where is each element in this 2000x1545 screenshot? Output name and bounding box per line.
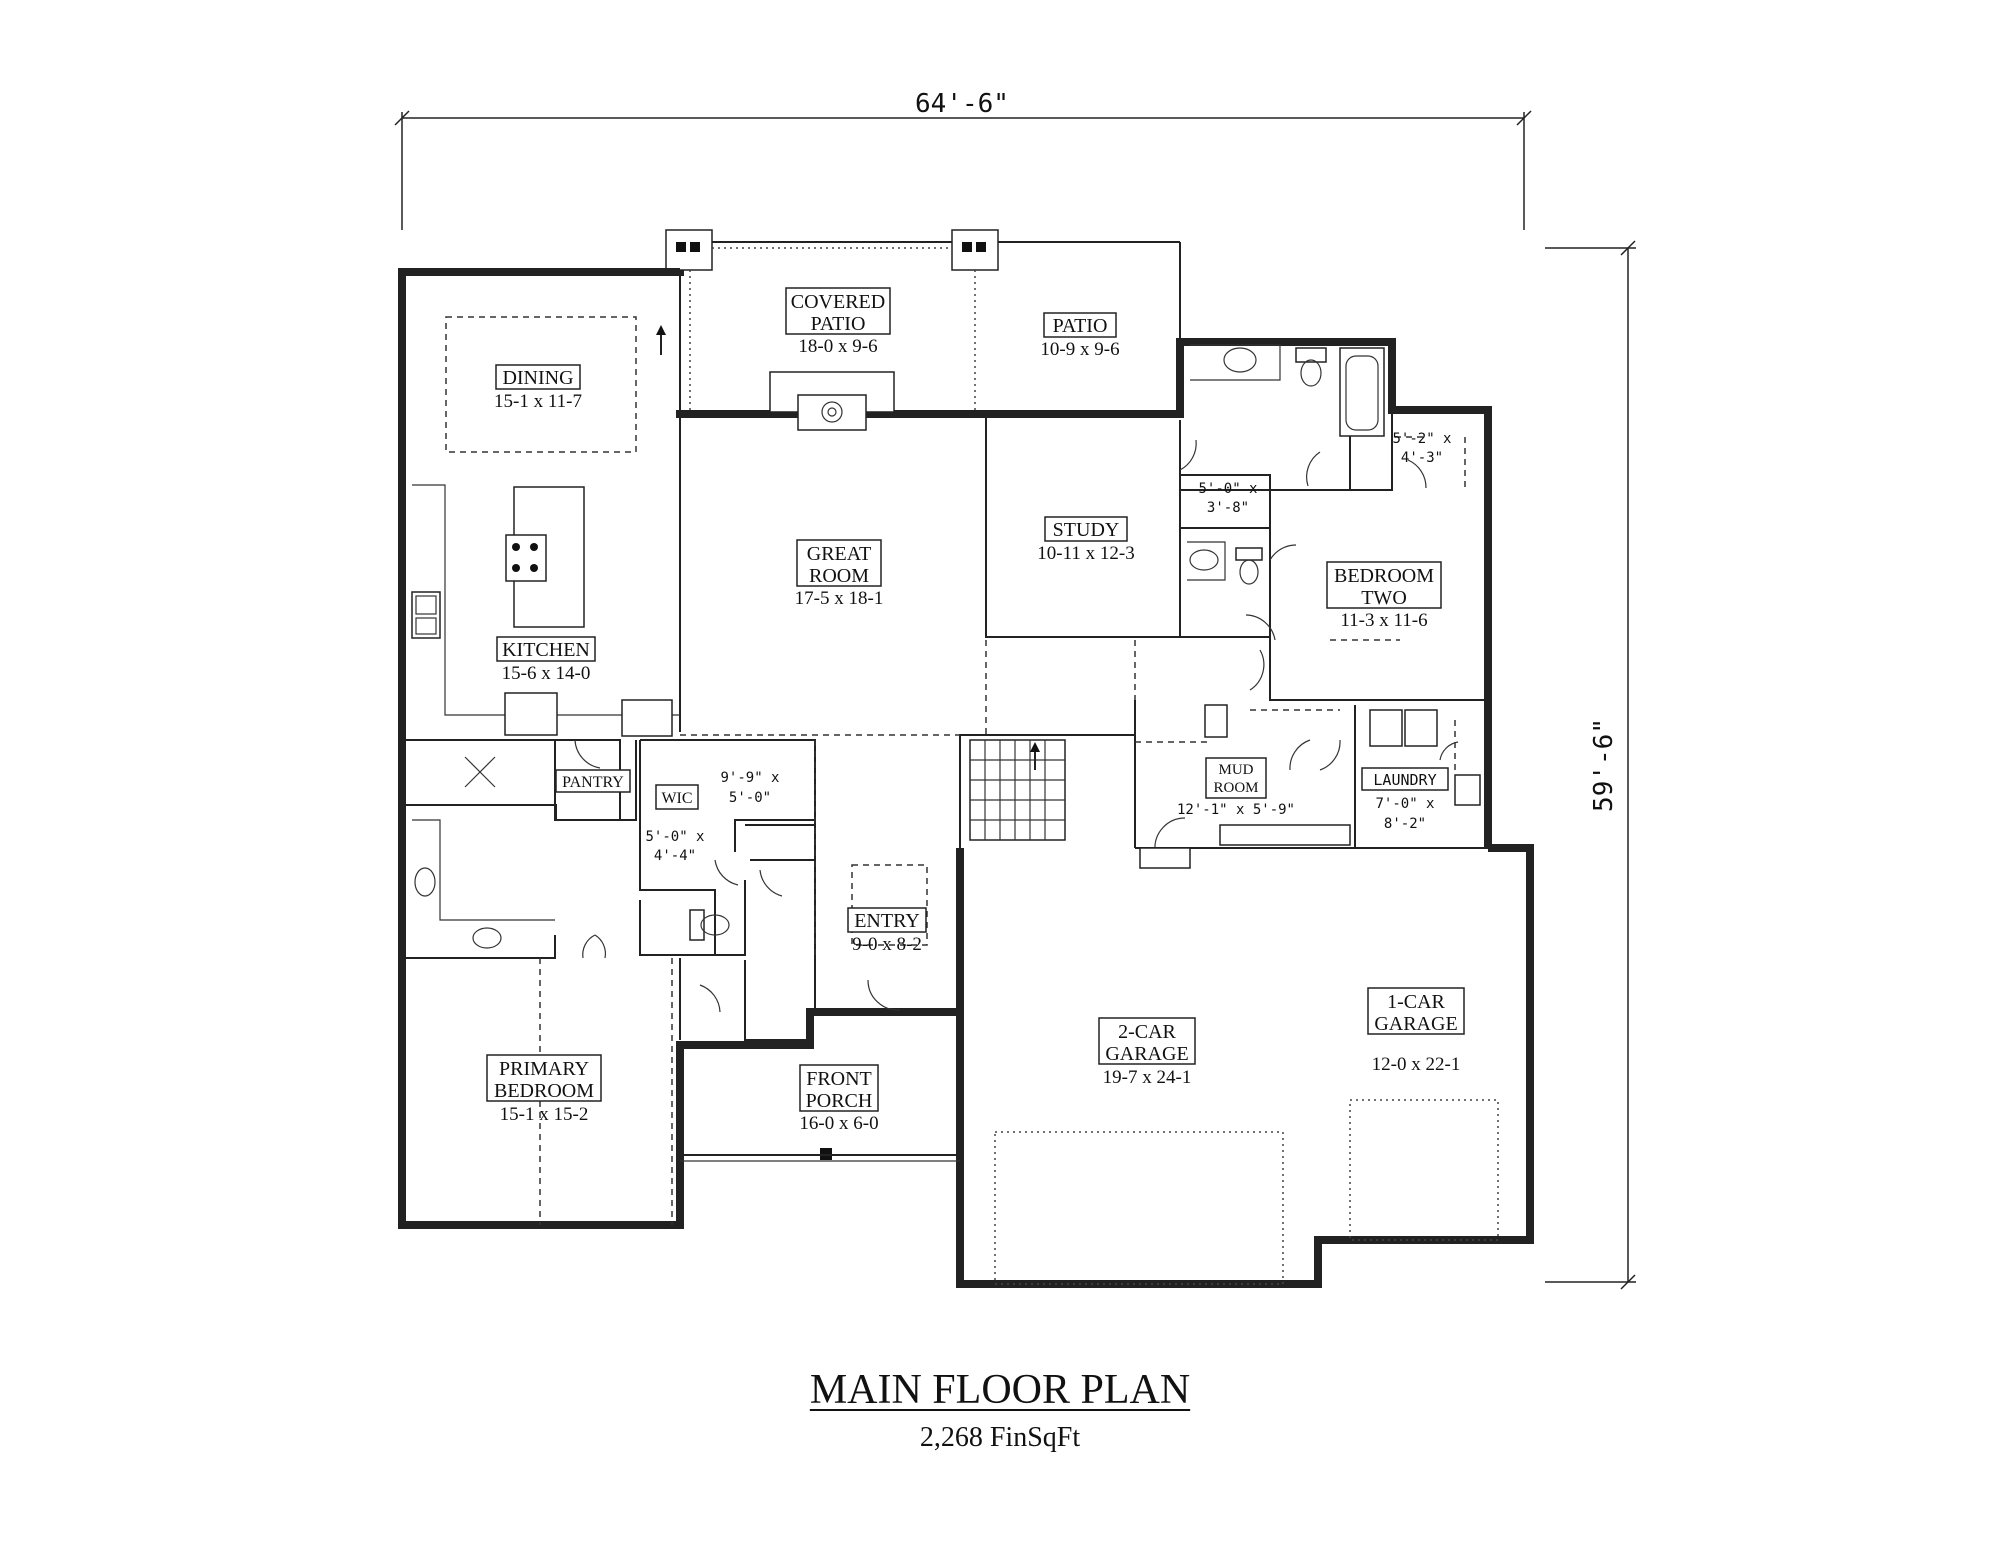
refrigerator bbox=[504, 692, 558, 736]
plan-subtitle: 2,268 FinSqFt bbox=[919, 1422, 1081, 1453]
patio-size: 10-9 x 9-6 bbox=[1040, 339, 1119, 360]
oven bbox=[621, 699, 673, 737]
great-room-size: 17-5 x 18-1 bbox=[795, 588, 884, 609]
laundry-label: LAUNDRY bbox=[1373, 771, 1436, 789]
study-label: STUDY bbox=[1053, 519, 1120, 541]
doors bbox=[574, 439, 1459, 1013]
primary-bedroom-label-2: BEDROOM bbox=[494, 1080, 594, 1102]
front-porch-size: 16-0 x 6-0 bbox=[799, 1113, 878, 1134]
width-dimension: 64'-6" bbox=[394, 89, 1532, 230]
great-room-label-1: GREAT bbox=[807, 543, 871, 565]
two-car-garage-label-1: 2-CAR bbox=[1118, 1021, 1176, 1043]
exterior-walls bbox=[398, 268, 1534, 1288]
primary-bedroom-size: 15-1 x 15-2 bbox=[500, 1104, 589, 1125]
dryer bbox=[1404, 709, 1438, 747]
entry-rug bbox=[851, 864, 928, 946]
closet-b-size-2: 4'-4" bbox=[654, 848, 696, 864]
arrow-icon bbox=[656, 325, 666, 355]
study-size: 10-11 x 12-3 bbox=[1037, 543, 1134, 564]
bedroom-two-label-2: TWO bbox=[1361, 587, 1407, 609]
closet-shelf bbox=[1204, 704, 1228, 738]
room-labels: COVERED PATIO 18-0 x 9-6 PATIO 10-9 x 9-… bbox=[486, 287, 1465, 1134]
column-icon bbox=[665, 229, 713, 271]
mud-room-label-2: ROOM bbox=[1213, 780, 1258, 796]
covered-patio-label-1: COVERED bbox=[791, 291, 885, 313]
bath-a-size-1: 5'-2" x bbox=[1392, 431, 1451, 447]
depth-dimension-label: 59'-6" bbox=[1589, 718, 1619, 812]
mud-room-size: 12'-1" x 5'-9" bbox=[1177, 802, 1295, 818]
sink-icon bbox=[1223, 347, 1257, 373]
patio-label: PATIO bbox=[1053, 315, 1108, 337]
two-car-garage-size: 19-7 x 24-1 bbox=[1103, 1067, 1192, 1088]
tub-icon bbox=[1339, 347, 1385, 437]
primary-bedroom-label-1: PRIMARY bbox=[499, 1058, 589, 1080]
title-block: MAIN FLOOR PLAN 2,268 FinSqFt bbox=[0, 1366, 2000, 1454]
toilet-icon bbox=[1295, 347, 1327, 387]
sink-icon bbox=[411, 591, 441, 639]
laundry-size-2: 8'-2" bbox=[1384, 816, 1426, 832]
range-icon bbox=[505, 534, 547, 582]
fireplace-icon bbox=[769, 371, 895, 431]
stair-icon bbox=[969, 739, 1066, 841]
covered-patio-label-2: PATIO bbox=[811, 313, 866, 335]
depth-dimension: 59'-6" bbox=[1545, 240, 1636, 1290]
mud-room-label-1: MUD bbox=[1218, 762, 1253, 778]
one-car-garage-door bbox=[1349, 1099, 1499, 1241]
kitchen-label: KITCHEN bbox=[502, 639, 590, 661]
sink-icon bbox=[1454, 774, 1481, 806]
bath-b-size-2: 3'-8" bbox=[1207, 500, 1249, 516]
interior-walls bbox=[402, 410, 1488, 1041]
bath-b-size-1: 5'-0" x bbox=[1198, 481, 1257, 497]
great-room-label-2: ROOM bbox=[809, 565, 869, 587]
fan-icon bbox=[464, 756, 496, 788]
wic-label: WIC bbox=[661, 790, 692, 807]
bedroom-two-label-1: BEDROOM bbox=[1334, 565, 1434, 587]
bath-a-size-2: 4'-3" bbox=[1401, 450, 1443, 466]
dining-size: 15-1 x 11-7 bbox=[494, 391, 582, 412]
closet-a-size-2: 5'-0" bbox=[729, 790, 771, 806]
kitchen-size: 15-6 x 14-0 bbox=[502, 663, 591, 684]
sink-icon bbox=[1189, 549, 1219, 571]
dining-label: DINING bbox=[502, 367, 573, 389]
plan-title: MAIN FLOOR PLAN bbox=[809, 1367, 1191, 1413]
front-porch-label-2: PORCH bbox=[806, 1090, 873, 1112]
two-car-garage-label-2: GARAGE bbox=[1105, 1043, 1188, 1065]
closet-b-size-1: 5'-0" x bbox=[645, 829, 704, 845]
space-dividers bbox=[539, 436, 1499, 1285]
patio-area bbox=[665, 229, 1181, 410]
mud-room-bench bbox=[1219, 824, 1351, 846]
one-car-garage-size: 12-0 x 22-1 bbox=[1372, 1054, 1461, 1075]
entry-size: 9-0 x 8-2 bbox=[852, 934, 922, 955]
covered-patio-size: 18-0 x 9-6 bbox=[798, 336, 877, 357]
bedroom-two-size: 11-3 x 11-6 bbox=[1340, 610, 1427, 631]
pantry-label: PANTRY bbox=[562, 774, 624, 791]
toilet-icon bbox=[1235, 547, 1263, 585]
one-car-garage-label-1: 1-CAR bbox=[1387, 991, 1445, 1013]
closet-a-size-1: 9'-9" x bbox=[720, 770, 779, 786]
fixtures bbox=[411, 316, 1481, 1162]
toilet-icon bbox=[689, 909, 730, 941]
sink-icon bbox=[472, 927, 502, 949]
width-dimension-label: 64'-6" bbox=[915, 89, 1009, 119]
dining-table bbox=[445, 316, 637, 453]
entry-label: ENTRY bbox=[854, 910, 920, 932]
sink-icon bbox=[414, 867, 436, 897]
two-car-garage-door bbox=[994, 1131, 1284, 1285]
one-car-garage-label-2: GARAGE bbox=[1374, 1013, 1457, 1035]
column-icon bbox=[951, 229, 999, 271]
washer bbox=[1369, 709, 1403, 747]
laundry-size-1: 7'-0" x bbox=[1375, 796, 1434, 812]
front-porch-label-1: FRONT bbox=[806, 1068, 872, 1090]
